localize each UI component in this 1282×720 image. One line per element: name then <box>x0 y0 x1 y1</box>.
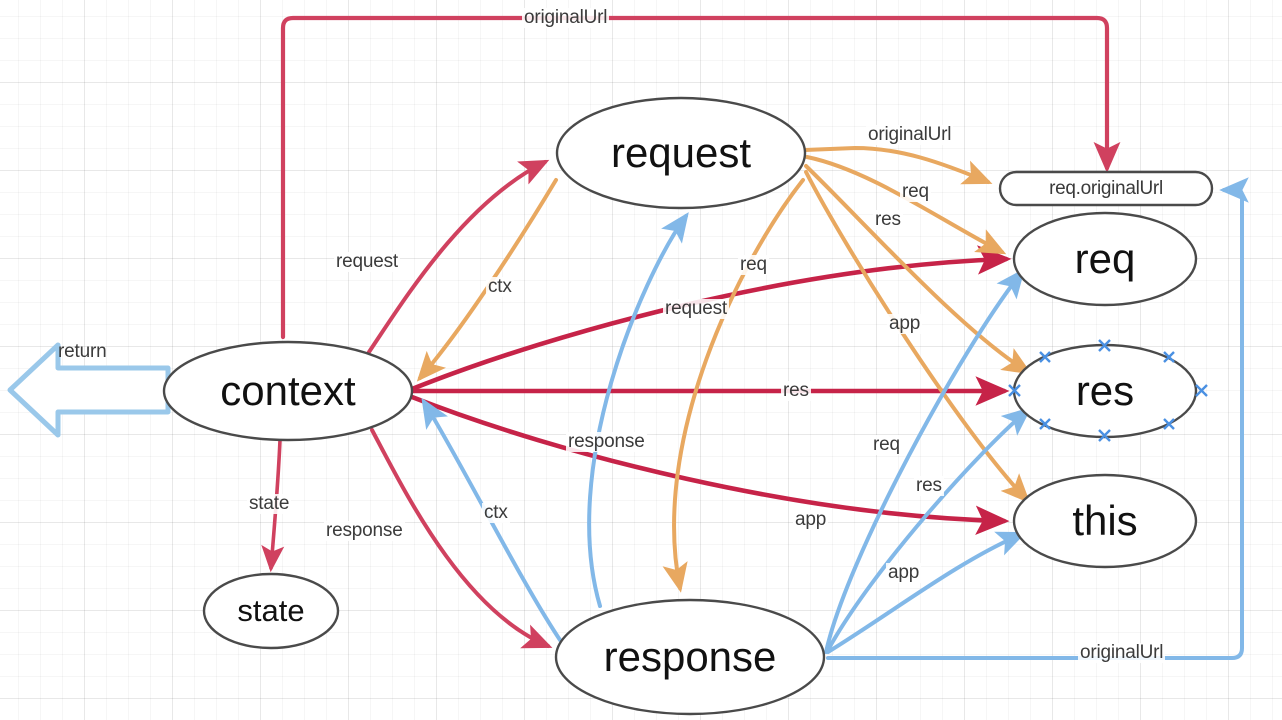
edge-label-request-req: req <box>900 181 931 202</box>
edge-label-response-req: req <box>871 434 902 455</box>
edge-context-request[interactable] <box>367 159 550 354</box>
node-this[interactable] <box>1012 473 1198 569</box>
handle-x-icon <box>1039 351 1051 363</box>
edge-label-context-req: req <box>738 254 769 275</box>
edge-label-context-this-app: app <box>793 509 829 530</box>
node-context[interactable] <box>162 340 414 442</box>
node-req-original-url[interactable] <box>998 170 1214 207</box>
edge-label-response-this-app: app <box>886 562 922 583</box>
edge-request-response[interactable] <box>662 178 805 593</box>
edge-label-context-res: res <box>781 380 811 401</box>
edge-request-originalUrl[interactable] <box>803 145 993 185</box>
edge-label-response-context-ctx: ctx <box>482 502 510 523</box>
edge-label-request-context-ctx: ctx <box>486 276 514 297</box>
edge-label-context-state: state <box>247 493 292 514</box>
edge-label-response-originalUrl: originalUrl <box>1078 642 1166 663</box>
edge-context-originalUrl-top[interactable] <box>280 15 1121 340</box>
selection-handles-res <box>1008 339 1208 442</box>
edge-label-request-res: res <box>873 209 903 230</box>
handle-x-icon <box>1195 384 1208 397</box>
handle-x-icon <box>1163 418 1175 430</box>
edge-label-originalUrl-top: originalUrl <box>522 7 610 28</box>
edge-label-context-response: response <box>324 520 405 541</box>
edge-request-this[interactable] <box>804 170 1031 504</box>
handle-x-icon <box>1098 429 1111 442</box>
edge-request-res[interactable] <box>804 164 1033 375</box>
edge-response-originalUrl[interactable] <box>826 177 1249 660</box>
edge-label-request-response: response <box>566 431 647 452</box>
edge-request-req[interactable] <box>805 155 1007 255</box>
edge-label-response-res: res <box>914 475 944 496</box>
handle-x-icon <box>1008 384 1021 397</box>
edge-response-req[interactable] <box>824 268 1025 654</box>
node-response[interactable] <box>554 598 826 716</box>
edge-context-response[interactable] <box>370 428 553 649</box>
return-label: return <box>58 341 107 362</box>
node-request[interactable] <box>555 96 807 210</box>
handle-x-icon <box>1163 351 1175 363</box>
edge-label-request-originalUrl: originalUrl <box>866 124 954 145</box>
node-req[interactable] <box>1012 211 1198 307</box>
edge-response-this[interactable] <box>826 531 1027 654</box>
edge-label-request-this-app: app <box>887 313 923 334</box>
handle-x-icon <box>1039 418 1051 430</box>
edge-label-context-request: request <box>334 251 400 272</box>
edge-label-response-request: request <box>663 298 729 319</box>
edge-response-res[interactable] <box>826 406 1032 652</box>
edge-context-this[interactable] <box>409 394 1010 536</box>
edge-response-request[interactable] <box>587 212 689 608</box>
handle-x-icon <box>1098 339 1111 352</box>
diagram-nodes-layer <box>162 96 1214 716</box>
node-state[interactable] <box>202 572 340 650</box>
